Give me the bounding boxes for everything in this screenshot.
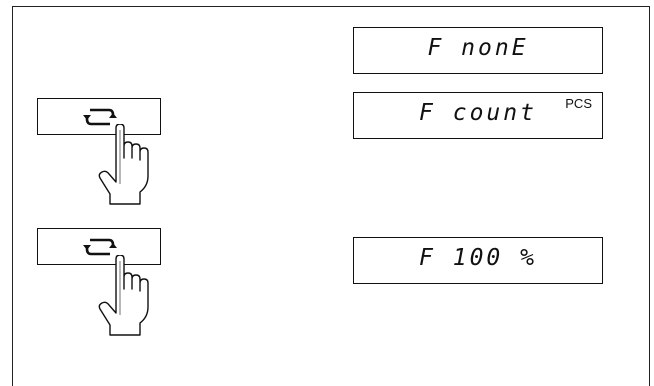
display-percent: F 100 % xyxy=(353,237,603,284)
display-count: F count PCS xyxy=(353,92,603,139)
display-text-percent: F 100 % xyxy=(354,245,602,271)
display-unit-pcs: PCS xyxy=(565,96,592,111)
display-text-none: F nonE xyxy=(354,35,602,61)
pointing-hand-icon xyxy=(98,124,166,206)
display-none: F nonE xyxy=(353,27,603,74)
pointing-hand-icon xyxy=(98,255,166,337)
